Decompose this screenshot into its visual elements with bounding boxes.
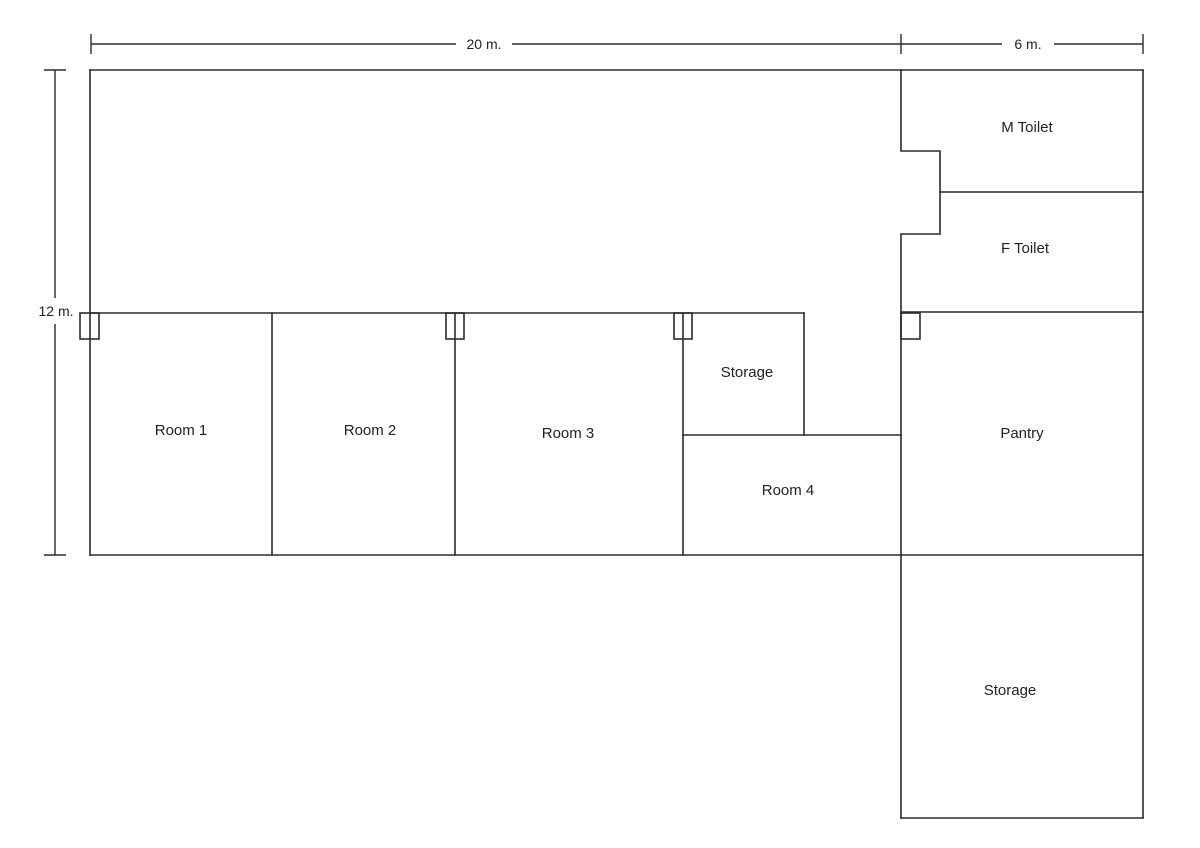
room-label-storage-large: Storage	[984, 682, 1037, 699]
dimension-label-12m: 12 m.	[38, 303, 73, 319]
column	[900, 312, 921, 340]
column	[445, 312, 465, 340]
dimension-top-main: 20 m.	[90, 34, 902, 54]
dimension-label-20m: 20 m.	[466, 36, 501, 52]
room-label-room-3: Room 3	[542, 425, 595, 442]
room-label-pantry: Pantry	[1000, 425, 1044, 442]
dimension-top-wing: 6 m.	[901, 34, 1144, 54]
room-label-m-toilet: M Toilet	[1001, 119, 1053, 136]
room-label-storage-small: Storage	[721, 364, 774, 381]
dimension-label-6m: 6 m.	[1014, 36, 1041, 52]
room-label-room-2: Room 2	[344, 422, 397, 439]
columns	[79, 312, 921, 340]
column	[79, 312, 100, 340]
dimension-left-height: 12 m.	[38, 69, 74, 556]
room-label-room-4: Room 4	[762, 482, 815, 499]
room-label-f-toilet: F Toilet	[1001, 240, 1050, 257]
room-label-room-1: Room 1	[155, 422, 208, 439]
walls	[89, 69, 1144, 819]
column	[673, 312, 693, 340]
